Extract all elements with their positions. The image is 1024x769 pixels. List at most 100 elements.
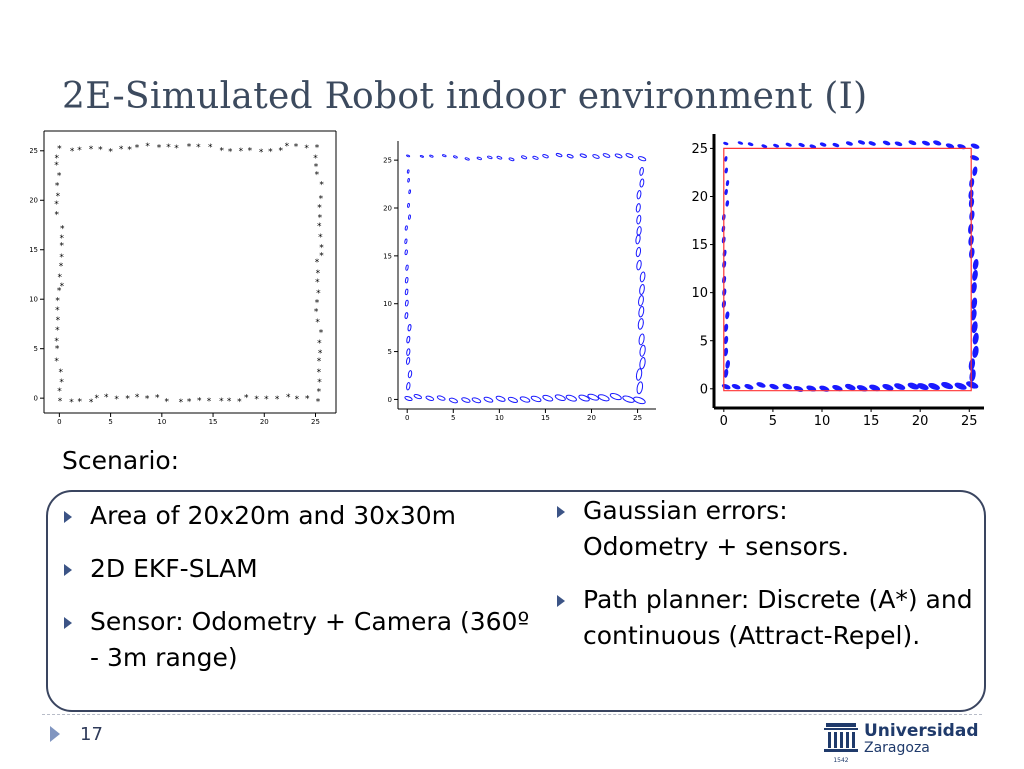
landmark-ellipse-point — [921, 140, 931, 146]
page-number: 17 — [80, 724, 103, 745]
landmark-star-point: * — [207, 397, 212, 407]
landmark-ellipse-point — [954, 382, 967, 390]
landmark-star-point: * — [196, 143, 201, 153]
landmark-star-point: * — [59, 262, 64, 272]
landmark-star-point: * — [315, 171, 320, 181]
landmark-star-point: * — [304, 144, 309, 154]
robot-path-line — [723, 147, 972, 392]
landmark-ellipse-point — [476, 156, 482, 161]
x-tick-label: 25 — [961, 414, 978, 429]
landmark-ellipse-point — [565, 394, 577, 402]
landmark-ellipse-point — [405, 264, 409, 271]
landmark-ellipse-point — [970, 143, 980, 149]
landmark-star-point: * — [317, 222, 322, 232]
landmark-star-point: * — [318, 233, 323, 243]
landmark-ellipse-point — [636, 381, 644, 395]
x-tick-label: 15 — [209, 418, 218, 426]
landmark-star-point: * — [127, 145, 132, 155]
landmark-ellipse-point — [972, 166, 978, 176]
bullet-text: Path planner: Discrete (A*) and continuo… — [583, 585, 973, 650]
landmark-ellipse-point — [578, 394, 590, 402]
y-tick-label: 20 — [383, 204, 392, 212]
landmark-star-point: * — [58, 273, 63, 283]
landmark-star-point: * — [254, 395, 259, 405]
landmark-ellipse-point — [429, 154, 434, 158]
landmark-star-point: * — [187, 143, 192, 153]
landmark-ellipse-point — [724, 188, 728, 196]
landmark-ellipse-point — [404, 277, 409, 284]
bullet-arrow-icon — [64, 564, 72, 576]
landmark-ellipse-point — [972, 258, 979, 270]
landmark-star-point: * — [208, 143, 213, 153]
x-tick-label: 10 — [814, 414, 831, 429]
y-tick-label: 5 — [34, 345, 38, 353]
y-tick-label: 25 — [30, 147, 38, 155]
landmark-star-point: * — [317, 388, 322, 398]
bullet-area: Area of 20x20m and 30x30m — [60, 498, 550, 534]
landmark-ellipse-point — [907, 382, 919, 390]
landmark-ellipse-point — [725, 360, 731, 369]
landmark-star-point: * — [315, 298, 320, 308]
landmark-ellipse-point — [622, 395, 635, 403]
landmark-ellipse-point — [636, 190, 642, 200]
x-tick-label: 0 — [720, 414, 728, 429]
landmark-ellipse-point — [637, 318, 644, 330]
landmark-star-point: * — [315, 258, 320, 268]
landmark-star-point: * — [55, 326, 60, 336]
landmark-star-point: * — [54, 161, 59, 171]
landmark-ellipse-point — [793, 385, 804, 392]
landmark-star-point: * — [268, 147, 273, 157]
landmark-ellipse-point — [471, 397, 482, 404]
landmark-ellipse-point — [832, 385, 843, 392]
landmark-ellipse-point — [971, 297, 978, 310]
landmark-star-point: * — [114, 395, 119, 405]
landmark-ellipse-point — [723, 323, 729, 332]
landmark-ellipse-point — [407, 324, 412, 332]
landmark-ellipse-point — [785, 142, 792, 147]
landmark-star-point: * — [55, 345, 60, 355]
landmark-star-point: * — [69, 398, 74, 408]
landmark-ellipse-point — [723, 335, 729, 345]
landmark-star-point: * — [279, 147, 284, 157]
landmark-ellipse-point — [407, 370, 413, 379]
landmark-star-point: * — [319, 252, 324, 262]
landmark-star-point: * — [314, 308, 319, 318]
y-tick-label: 25 — [691, 142, 708, 157]
landmark-star-point: * — [316, 289, 321, 299]
landmark-ellipse-point — [639, 283, 645, 296]
landmark-star-point: * — [57, 144, 62, 154]
landmark-ellipse-point — [496, 155, 503, 160]
landmark-ellipse-point — [882, 383, 894, 391]
landmark-ellipse-point — [725, 200, 730, 207]
landmark-ellipse-point — [639, 344, 646, 357]
landmark-star-point: * — [57, 287, 62, 297]
landmark-ellipse-point — [972, 332, 979, 345]
landmark-ellipse-point — [723, 141, 729, 146]
bullet-text: Sensor: Odometry + Camera (360º - 3m ran… — [90, 607, 530, 672]
landmark-ellipse-point — [638, 305, 645, 318]
landmark-ellipse-point — [406, 154, 411, 158]
landmark-ellipse-point — [602, 153, 611, 158]
landmark-ellipse-point — [908, 140, 917, 146]
landmark-ellipse-point — [554, 394, 566, 402]
landmark-ellipse-point — [725, 311, 730, 320]
slide-title: 2E-Simulated Robot indoor environment (I… — [62, 76, 868, 117]
y-tick-label: 15 — [691, 238, 708, 253]
landmark-ellipse-point — [845, 383, 856, 391]
x-tick-label: 25 — [633, 414, 642, 422]
x-tick-label: 10 — [157, 418, 166, 426]
landmark-star-point: * — [318, 213, 323, 223]
landmark-star-point: * — [197, 397, 202, 407]
landmark-star-point: * — [319, 194, 324, 204]
landmark-star-point: * — [317, 203, 322, 213]
landmark-star-point: * — [54, 357, 59, 367]
landmark-ellipse-point — [639, 178, 645, 188]
landmark-star-point: * — [135, 144, 140, 154]
landmark-star-point: * — [89, 398, 94, 408]
landmark-ellipse-point — [769, 383, 779, 390]
landmark-star-point: * — [248, 146, 253, 156]
x-tick-label: 20 — [260, 418, 269, 426]
landmark-ellipse-point — [639, 271, 646, 283]
landmark-ellipse-point — [579, 153, 587, 158]
landmark-ellipse-point — [507, 396, 518, 403]
